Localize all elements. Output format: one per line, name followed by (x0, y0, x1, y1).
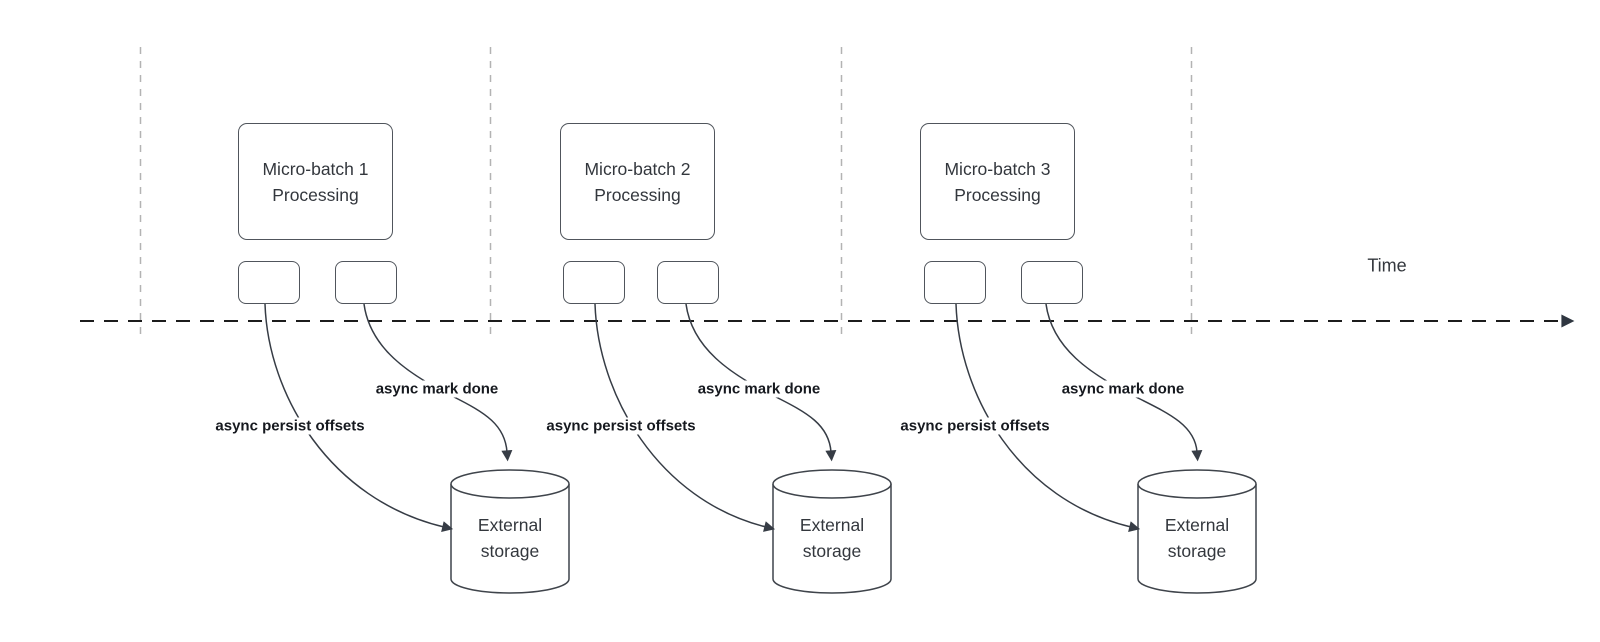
task-box-2-left (563, 261, 625, 304)
micro-batch-1-box: Micro-batch 1 Processing (238, 123, 393, 240)
persist-offsets-label-1: async persist offsets (212, 417, 368, 435)
micro-batch-1-title-line1: Micro-batch 1 (262, 158, 369, 179)
mark-done-arrow-2 (685, 303, 837, 462)
mark-done-arrow-3 (1045, 303, 1203, 462)
micro-batch-3-box: Micro-batch 3 Processing (920, 123, 1075, 240)
task-box-3-left (924, 261, 986, 304)
micro-batch-2-title-line2: Processing (594, 184, 681, 205)
persist-offsets-label-2: async persist offsets (543, 417, 699, 435)
external-storage-cylinder-1 (450, 469, 570, 594)
micro-batch-3-title-line2: Processing (954, 184, 1041, 205)
task-box-3-right (1021, 261, 1083, 304)
micro-batch-2-box: Micro-batch 2 Processing (560, 123, 715, 240)
micro-batch-1-title-line2: Processing (272, 184, 359, 205)
storage-label-1: External storage (477, 515, 543, 561)
storage-label-3: External storage (1164, 515, 1230, 561)
persist-offsets-arrow-2 (594, 303, 776, 532)
storage-label-2: External storage (799, 515, 865, 561)
external-storage-cylinder-2 (772, 469, 892, 594)
mark-done-label-3: async mark done (1058, 380, 1188, 398)
mark-done-label-2: async mark done (694, 380, 824, 398)
micro-batch-2-title-line1: Micro-batch 2 (584, 158, 691, 179)
task-box-2-right (657, 261, 719, 304)
mark-done-label-1: async mark done (372, 380, 502, 398)
micro-batch-3-title-line1: Micro-batch 3 (944, 158, 1051, 179)
persist-offsets-arrow-3 (955, 303, 1141, 532)
persist-offsets-arrow-1 (264, 303, 454, 532)
task-box-1-left (238, 261, 300, 304)
time-label: Time (1367, 255, 1407, 276)
mark-done-arrow-1 (363, 303, 513, 462)
task-box-1-right (335, 261, 397, 304)
external-storage-cylinder-3 (1137, 469, 1257, 594)
persist-offsets-label-3: async persist offsets (897, 417, 1053, 435)
